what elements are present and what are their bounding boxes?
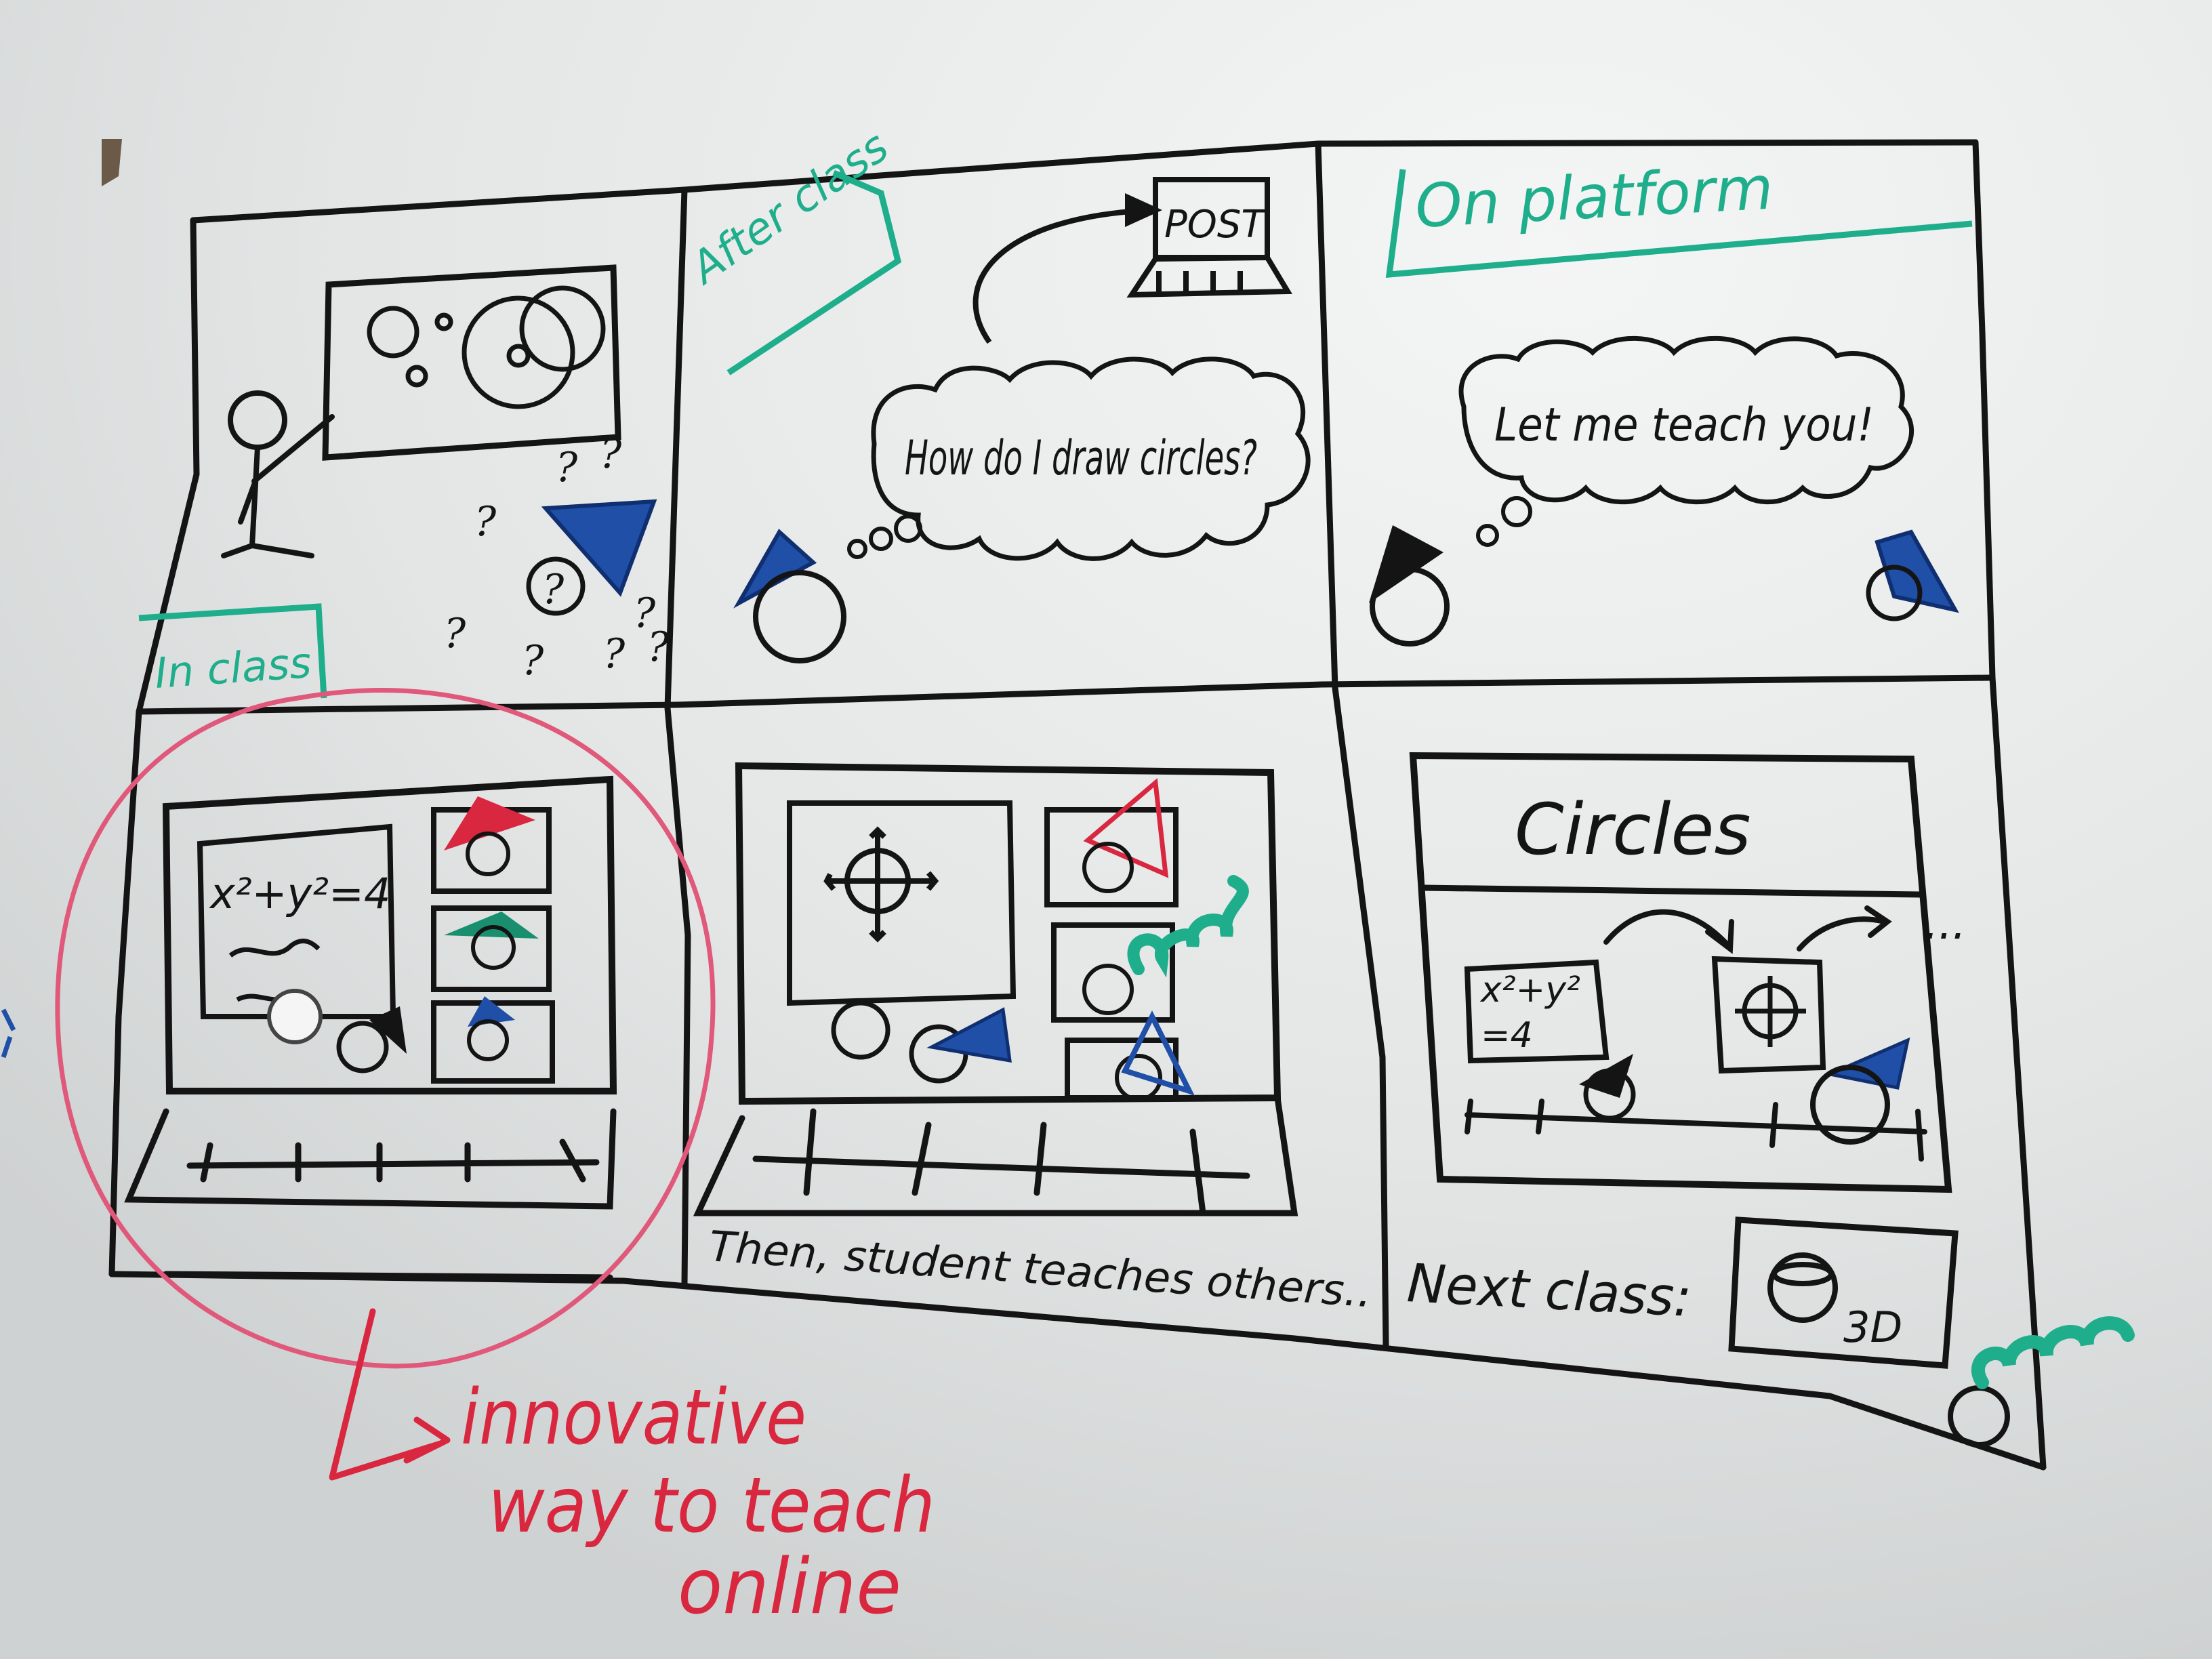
student-head	[1370, 567, 1450, 647]
scribble	[228, 939, 321, 958]
svg-text:?: ?	[522, 637, 544, 684]
thought-bubbles	[1476, 496, 1532, 547]
tile-head	[471, 925, 516, 970]
next-class-badge: 3D	[1843, 1303, 1902, 1352]
svg-text:?: ?	[600, 430, 622, 478]
student-black-hat	[1369, 525, 1443, 603]
storyboard-grid	[108, 139, 2047, 1471]
svg-text:?: ?	[647, 623, 670, 671]
thought-text: How do I draw circles?	[905, 430, 1257, 486]
highlight-circle	[55, 688, 716, 1369]
teal-hat	[444, 912, 539, 939]
tag-box	[138, 603, 327, 699]
card-equation-top: x²+y²	[1479, 970, 1580, 1010]
red-hat-outline	[1083, 778, 1169, 878]
student-head	[526, 556, 586, 616]
student-head	[1866, 565, 1923, 621]
lesson-card	[1711, 956, 1826, 1074]
tile-head	[466, 832, 510, 876]
blue-hat-outline	[1121, 1010, 1195, 1096]
shared-board	[787, 800, 1017, 1006]
axes-drawing	[823, 826, 939, 943]
tile-head	[1082, 964, 1134, 1015]
sphere-icon	[1767, 1252, 1838, 1323]
lesson-equation: x²+y²=4	[209, 869, 390, 918]
panel-lesson-laptop: x²+y²=4	[55, 688, 716, 1369]
post-label: POST	[1164, 203, 1267, 247]
post-laptop	[1126, 177, 1292, 298]
student-blue-hat	[733, 529, 817, 609]
timeline	[1465, 1099, 1927, 1162]
panel-in-class: ? ? ? ? ? ? ? ? ? In class	[138, 264, 670, 699]
laptop-keyboard	[693, 1094, 1298, 1216]
video-tiles	[1044, 807, 1179, 1101]
student-head	[753, 570, 846, 663]
panel-next: Circles x²+y² =4 ... Next class: 3D	[1406, 752, 2135, 1448]
thought-cloud	[1458, 335, 1914, 505]
teal-curls	[1971, 1316, 2135, 1389]
board-clip	[102, 139, 122, 186]
arrowhead	[1125, 193, 1162, 227]
ellipsis: ...	[1925, 899, 1966, 949]
red-hat	[444, 796, 535, 851]
student-head	[1810, 1065, 1890, 1145]
annotation-line-1: innovative	[461, 1374, 806, 1462]
question-marks: ? ? ? ? ? ? ? ? ?	[444, 430, 670, 684]
tile-head	[467, 1019, 509, 1061]
next-class-label: Next class:	[1406, 1253, 1693, 1329]
lesson-card	[1464, 959, 1610, 1064]
blue-hat	[468, 996, 515, 1027]
svg-text:?: ?	[444, 610, 466, 657]
teal-curls	[1127, 875, 1249, 978]
classroom-whiteboard	[322, 264, 621, 461]
title-divider	[1422, 884, 1922, 898]
thought-text: Let me teach you!	[1494, 398, 1874, 452]
student-blue-hat	[541, 499, 657, 597]
student-black-hat	[1579, 1054, 1633, 1098]
edge-mark	[1, 1008, 16, 1059]
teacher-figure	[221, 390, 335, 558]
target-icon	[1735, 976, 1806, 1047]
laptop-screen	[162, 775, 617, 1094]
svg-text:?: ?	[556, 444, 578, 491]
speaker-avatar	[267, 989, 323, 1044]
student-head	[336, 1021, 389, 1073]
thought-bubbles	[847, 514, 922, 559]
arrow-to-post	[972, 207, 1153, 344]
course-window	[1409, 752, 1952, 1193]
tile-head	[1115, 1054, 1162, 1101]
student-blue-hat	[926, 1007, 1012, 1063]
tile-head	[1082, 842, 1134, 893]
next-class-badge-box	[1728, 1216, 1959, 1369]
progress-arrows	[1603, 905, 1892, 954]
course-title: Circles	[1515, 788, 1751, 871]
student-head	[1583, 1068, 1636, 1121]
svg-text:?: ?	[603, 630, 626, 678]
svg-text:?: ?	[542, 566, 565, 613]
thought-cloud	[871, 356, 1311, 561]
speaker-avatar	[831, 1000, 890, 1060]
svg-text:?: ?	[634, 590, 656, 637]
svg-text:?: ?	[474, 498, 497, 546]
annotation-line-2: way to teach	[488, 1462, 935, 1550]
circle-doodles	[367, 285, 606, 409]
student-blue-hat	[1875, 529, 1959, 613]
laptop-keyboard	[124, 1108, 617, 1281]
annotation-line-3: online	[678, 1543, 901, 1631]
annotation-arrow	[329, 1308, 451, 1481]
student-blue-hat	[1824, 1037, 1910, 1090]
tag-box	[1385, 169, 1973, 278]
red-annotation: innovative way to teach online	[329, 1308, 935, 1631]
tag-box	[726, 169, 902, 375]
tag-in-class: In class	[153, 638, 313, 698]
card-equation-bottom: =4	[1481, 1015, 1533, 1056]
student-black-hat	[369, 1006, 407, 1054]
